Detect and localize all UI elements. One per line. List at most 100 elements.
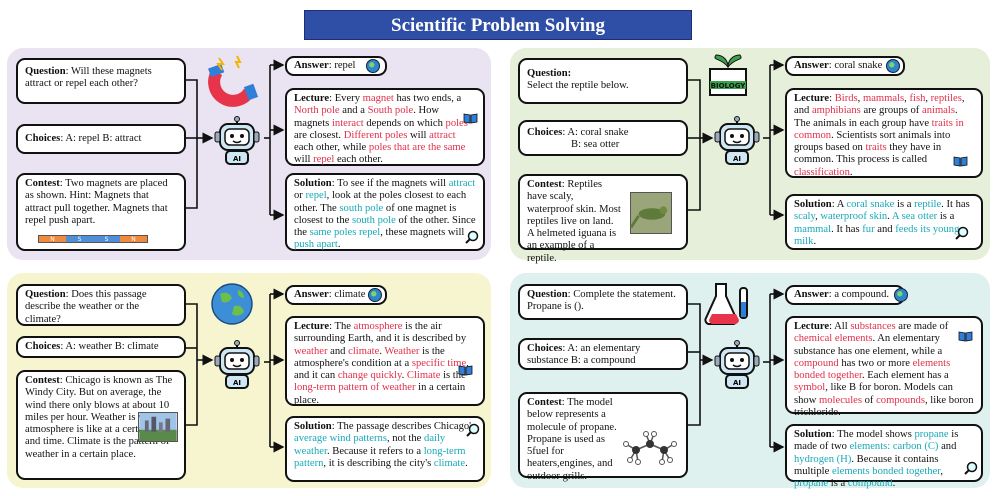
text-segment: : The passage describes Chicago's: [331, 421, 476, 432]
text-segment: . The animals in each group have: [794, 105, 958, 129]
globe-icon: [368, 288, 382, 302]
evidence-highlight: elements: carbon (C): [849, 441, 939, 453]
context-label: Contest: [25, 375, 60, 386]
keyword-highlight: climate: [348, 345, 380, 357]
solution-text: : To see if the magnets will attract or …: [294, 178, 476, 250]
text-segment: .: [849, 166, 853, 178]
question-box: Question: Does this passage describe the…: [16, 284, 186, 326]
text-segment: ,: [815, 211, 821, 223]
answer-text: : climate: [328, 288, 366, 300]
question-label: Question: [25, 289, 66, 300]
robot-icon: AI: [214, 116, 260, 165]
choices-label: Choices: [527, 127, 563, 138]
choices-box: Choices: A: repel B: attract: [16, 124, 186, 154]
chicago-image: [138, 412, 178, 442]
keyword-highlight: amphibians: [811, 105, 861, 117]
solution-label: Solution: [794, 199, 832, 210]
lecture-text: : All substances are made of chemical el…: [794, 321, 974, 418]
evidence-highlight: same poles repel: [309, 227, 381, 239]
magnet-pole: S: [66, 236, 93, 243]
lab-flask-icon: [704, 283, 748, 326]
text-segment: .: [887, 211, 892, 223]
evidence-highlight: feeds its young milk: [794, 223, 960, 247]
evidence-highlight: waterproof skin: [820, 211, 888, 223]
text-segment: is a: [828, 478, 848, 490]
choices-text: : A: repel B: attract: [60, 132, 142, 144]
text-segment: each other.: [334, 154, 383, 166]
keyword-highlight: change quickly: [337, 370, 402, 382]
text-segment: .: [379, 345, 385, 357]
keyword-highlight: traits: [865, 142, 887, 154]
question-text: : Complete the statement. Propane is ().: [527, 289, 676, 313]
evidence-highlight: propane: [794, 478, 829, 490]
text-segment: , not the: [386, 433, 425, 445]
text-segment: and: [327, 345, 349, 357]
evidence-highlight: elements bonded together: [831, 465, 941, 477]
keyword-highlight: compound: [794, 357, 839, 369]
context-text: : The model below represents a molecule …: [527, 397, 617, 482]
text-segment: . How magnets: [294, 105, 440, 129]
keyword-highlight: animals: [922, 105, 955, 117]
solution-text: : The model shows propane is made of two…: [794, 429, 958, 489]
keyword-highlight: reptiles: [930, 93, 962, 104]
magnifier-icon: [964, 461, 978, 475]
context-label: Contest: [527, 397, 562, 408]
evidence-highlight: attract: [448, 178, 476, 189]
text-segment: ,: [857, 93, 863, 104]
keyword-highlight: chemical elements: [794, 333, 873, 345]
keyword-highlight: molecules: [819, 394, 862, 406]
choices-label: Choices: [527, 343, 563, 354]
keyword-highlight: substances: [850, 321, 896, 332]
biology-badge: BIOLOGY: [711, 82, 747, 90]
context-text: : Two magnets are placed as shown. Hint:…: [25, 178, 168, 226]
text-segment: , like boron trichloride.: [794, 394, 974, 419]
robot-label: AI: [733, 155, 741, 163]
evidence-highlight: fur: [862, 223, 875, 235]
solution-label: Solution: [294, 421, 332, 432]
lecture-label: Lecture: [294, 93, 330, 104]
globe-icon: [886, 59, 900, 73]
text-segment: is a: [937, 211, 955, 223]
magnifier-icon: [466, 423, 480, 437]
answer-text: : coral snake: [828, 59, 883, 71]
keyword-highlight: poles: [445, 117, 468, 129]
robot-icon: AI: [214, 340, 260, 389]
text-segment: in a certain place.: [294, 382, 466, 406]
question-text: : Will these magnets attract or repel ea…: [25, 66, 152, 90]
answer-box: Answer: repel: [285, 56, 387, 76]
keyword-highlight: North pole: [294, 105, 340, 117]
book-icon: [953, 156, 968, 167]
keyword-highlight: Birds: [834, 93, 858, 104]
text-segment: has two or more: [838, 357, 913, 369]
lecture-box: Lecture: Every magnet has two ends, a No…: [285, 88, 485, 166]
lecture-text: : Every magnet has two ends, a North pol…: [294, 93, 468, 165]
keyword-highlight: Different poles: [343, 129, 408, 141]
answer-box: Answer: coral snake: [785, 56, 905, 76]
earth-icon: [211, 283, 253, 325]
choices-text: : A: an elementary substance B: a compou…: [527, 343, 641, 367]
text-segment: depends on which: [363, 117, 446, 129]
choices-text: : A: weather B: climate: [60, 340, 159, 352]
solution-label: Solution: [294, 178, 332, 189]
text-segment: . An elementary substance has one elemen…: [794, 333, 943, 357]
text-segment: , and it can: [294, 357, 469, 382]
text-segment: are closest.: [294, 129, 344, 141]
solution-box: Solution: The model shows propane is mad…: [785, 424, 983, 489]
text-segment: :: [829, 93, 835, 104]
keyword-highlight: traits in common: [794, 117, 964, 141]
choices-text-b: B: sea otter: [571, 139, 620, 151]
choices-box: Choices: A: coral snake B: sea otter: [518, 120, 688, 156]
answer-text: : repel: [328, 59, 356, 71]
text-segment: or: [294, 190, 306, 202]
lecture-box: Lecture: The atmosphere is the air surro…: [285, 316, 485, 406]
book-icon: [458, 365, 473, 376]
solution-box: Solution: The passage describes Chicago'…: [285, 416, 485, 482]
text-segment: ,: [925, 93, 931, 104]
keyword-highlight: fish: [909, 93, 926, 104]
evidence-highlight: propane: [914, 429, 949, 440]
text-segment: are groups of: [860, 105, 922, 117]
text-segment: : Every: [329, 93, 363, 104]
context-text: : Reptiles have scaly, waterproof skin. …: [527, 179, 621, 264]
text-segment: is the: [440, 370, 466, 382]
choices-label: Choices: [25, 340, 61, 352]
